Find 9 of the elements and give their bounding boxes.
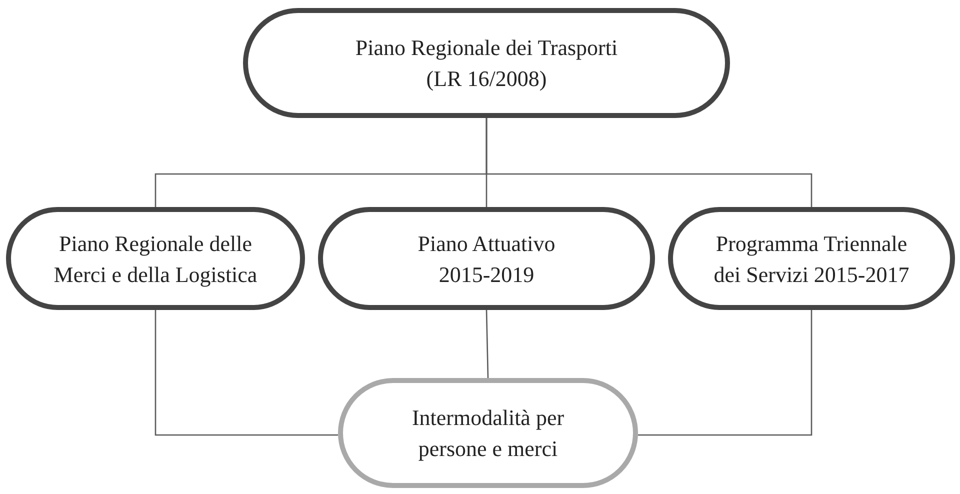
box-label: Programma Triennale dei Servizi 2015-2017 — [712, 230, 910, 288]
connector-line — [486, 310, 489, 378]
connector-line — [638, 310, 812, 436]
connector-line — [486, 118, 812, 207]
box-label: Piano Attuativo 2015-2019 — [416, 230, 556, 288]
box-label: Piano Regionale delle Merci e della Logistica — [52, 230, 258, 289]
connector-line — [154, 310, 338, 436]
box-label: Intermodalità per persone e merci — [410, 404, 566, 463]
box-label: Piano Regionale dei Trasporti (LR 16/2008) — [354, 34, 619, 93]
